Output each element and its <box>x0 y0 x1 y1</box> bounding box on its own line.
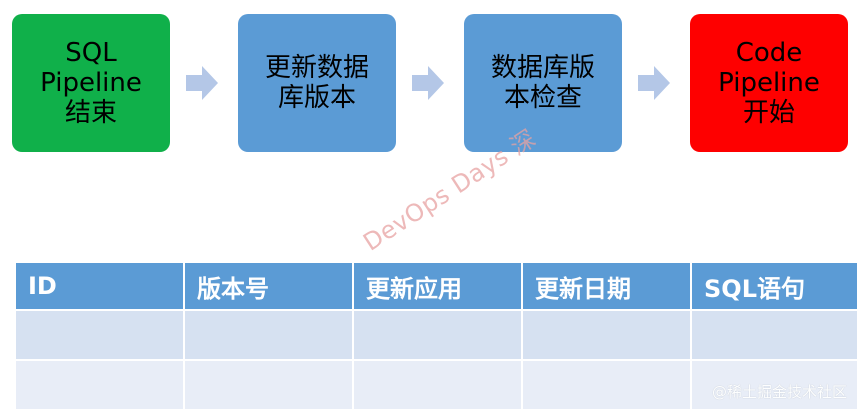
footer-watermark: @稀土掘金技术社区 <box>711 383 847 401</box>
table-cell <box>16 361 185 411</box>
table-row <box>16 311 859 361</box>
arrow-right-icon <box>186 66 218 100</box>
flow-step-db-version-check: 数据库版 本检查 <box>464 14 622 152</box>
table-cell <box>16 311 185 361</box>
column-header-sql-statement: SQL语句 <box>692 263 859 311</box>
flow-step-code-pipeline-start: Code Pipeline 开始 <box>690 14 848 152</box>
table-cell <box>692 361 859 411</box>
table-row <box>16 361 859 411</box>
version-table: ID 版本号 更新应用 更新日期 SQL语句 <box>16 263 859 411</box>
table-cell <box>523 311 692 361</box>
table-cell <box>354 311 523 361</box>
flow-step-sql-pipeline-end: SQL Pipeline 结束 <box>12 14 170 152</box>
arrow-right-icon <box>638 66 670 100</box>
table-cell <box>185 311 354 361</box>
table-cell <box>523 361 692 411</box>
table-cell <box>185 361 354 411</box>
table-cell <box>692 311 859 361</box>
column-header-version: 版本号 <box>185 263 354 311</box>
arrow-right-icon <box>412 66 444 100</box>
column-header-update-date: 更新日期 <box>523 263 692 311</box>
column-header-id: ID <box>16 263 185 311</box>
table-cell <box>354 361 523 411</box>
table-header-row: ID 版本号 更新应用 更新日期 SQL语句 <box>16 263 859 311</box>
flow-step-update-db-version: 更新数据 库版本 <box>238 14 396 152</box>
column-header-update-app: 更新应用 <box>354 263 523 311</box>
